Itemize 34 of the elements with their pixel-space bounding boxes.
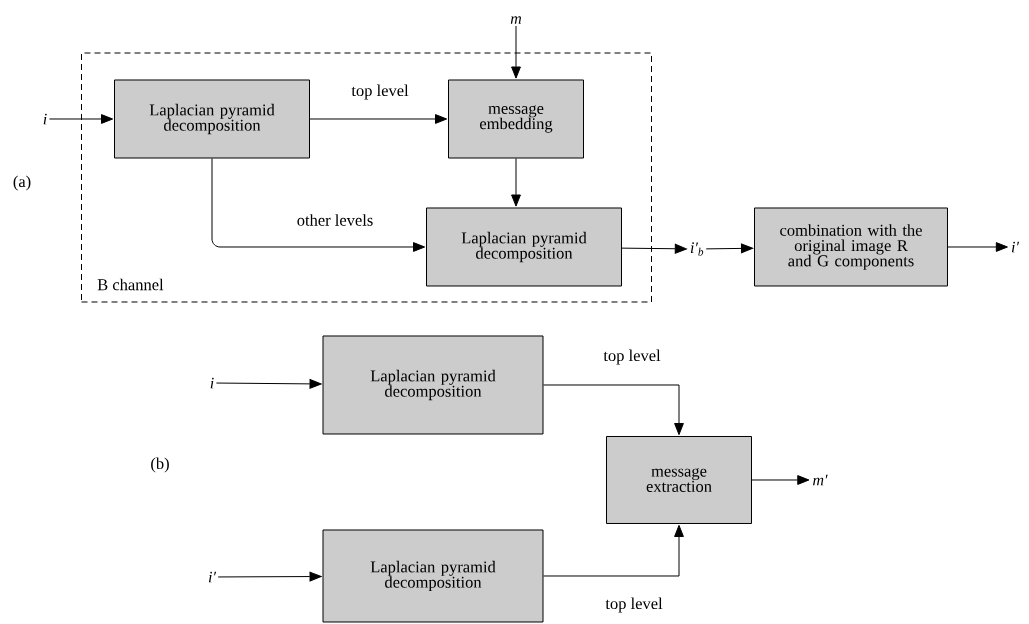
process-box: message embedding <box>448 79 584 159</box>
frame-label: B channel <box>97 278 164 291</box>
signal-symbol: m <box>510 16 522 24</box>
arrow <box>217 571 322 582</box>
process-box: Laplacian pyramid decomposition <box>114 79 310 159</box>
edge-label: other levels <box>295 213 375 227</box>
arrow <box>705 243 754 254</box>
arrow <box>511 25 521 79</box>
arrow <box>215 379 322 389</box>
arrow <box>543 524 684 577</box>
arrow <box>511 158 521 207</box>
signal-symbol: i <box>210 377 214 389</box>
arrow <box>751 475 810 485</box>
edge-label: top level <box>350 83 410 101</box>
arrow <box>309 114 448 124</box>
panel-label: (a) <box>13 175 31 191</box>
arrow <box>621 243 687 254</box>
edge-label: top level <box>604 596 664 614</box>
process-box: Laplacian pyramid decomposition <box>322 529 544 623</box>
arrow <box>211 158 426 252</box>
signal-symbol: i′ <box>208 571 217 583</box>
edge-label: top level <box>602 348 662 366</box>
arrow <box>48 114 114 124</box>
signal-symbol: i <box>43 113 47 125</box>
panel-label: (b) <box>151 457 169 473</box>
signal-symbol: i′$_{b}$ <box>690 242 704 256</box>
arrow <box>543 384 684 436</box>
arrow <box>947 242 1008 252</box>
process-box: Laplacian pyramid decomposition <box>322 335 544 435</box>
signal-symbol: i′ <box>1011 241 1020 253</box>
signal-symbol: m′ <box>813 474 828 486</box>
process-box: message extraction <box>606 436 752 524</box>
process-box: combination with the original image R and G components <box>754 207 948 287</box>
process-box: Laplacian pyramid decomposition <box>426 207 622 287</box>
